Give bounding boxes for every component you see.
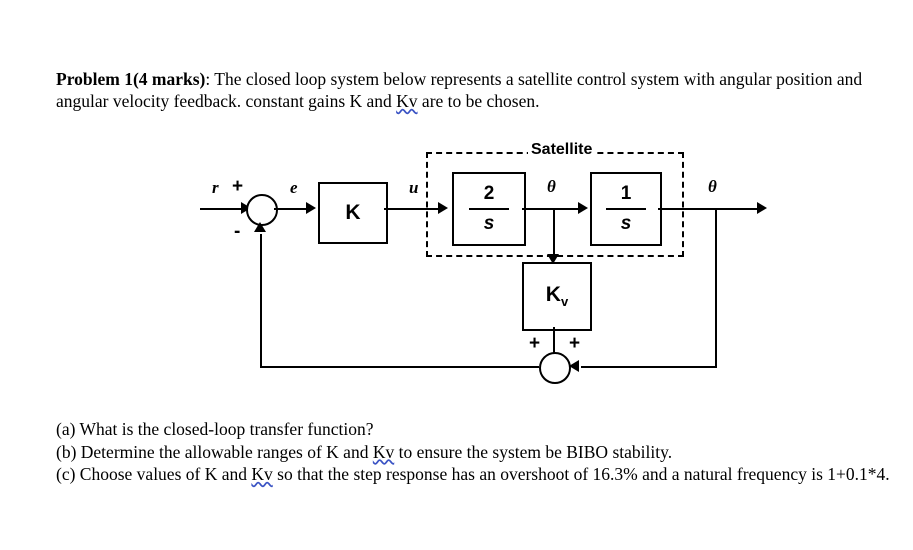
fraction-denominator: s [620, 213, 632, 234]
problem-title: Problem 1(4 marks) [56, 69, 206, 89]
error-arrowhead [306, 202, 316, 214]
output-label-theta: θ [708, 177, 717, 196]
velocity-gain-base: K [545, 283, 561, 307]
question-item: (b) Determine the allowable ranges of K … [56, 441, 912, 464]
questions-list: (a) What is the closed-loop transfer fun… [56, 418, 912, 486]
gain-block-k: K [318, 182, 388, 244]
error-line [274, 208, 309, 210]
spellcheck-word-kv: Kv [251, 464, 273, 484]
summing-junction-2-plus-left: + [529, 333, 541, 354]
theta-dot-arrowhead [578, 202, 588, 214]
fraction-numerator: 2 [483, 183, 495, 205]
theta-dot-label: θ [547, 177, 556, 196]
fraction-2-over-s: 2 s [469, 184, 509, 234]
error-label-e: e [290, 178, 298, 197]
output-arrowhead [757, 202, 767, 214]
velocity-gain-label: Kv [546, 283, 568, 309]
question-text: (b) Determine the allowable ranges of K … [56, 441, 373, 462]
feedback-arrowhead [254, 222, 266, 232]
summing-junction-2-plus-right: + [569, 333, 581, 354]
question-item: (c) Choose values of K and Kv so that th… [56, 463, 912, 486]
plant-block-2-over-s: 2 s [452, 172, 526, 246]
fraction-denominator: s [483, 213, 495, 234]
input-label-r: r [212, 178, 219, 197]
theta-dot-line [522, 208, 579, 210]
theta-dot-branch-arrowhead [547, 254, 559, 264]
summing-junction-2 [539, 352, 571, 384]
plant-block-1-over-s: 1 s [590, 172, 662, 246]
outer-feedback-horizontal-line [581, 366, 717, 368]
spellcheck-word-kv: Kv [372, 441, 395, 462]
problem-statement: Problem 1(4 marks): The closed loop syst… [56, 68, 912, 112]
input-line [200, 208, 246, 210]
question-text: (a) What is the closed-loop transfer fun… [56, 419, 374, 439]
problem-statement-tail: are to be chosen. [417, 91, 540, 111]
velocity-gain-block-kv: Kv [522, 262, 592, 331]
block-diagram: Satellite r + - e K u 2 s θ [0, 130, 913, 400]
kv-output-line [553, 327, 555, 358]
fraction-bar [606, 208, 646, 210]
control-line [384, 208, 441, 210]
feedback-bottom-line [260, 366, 539, 368]
velocity-gain-subscript: v [560, 294, 569, 310]
fraction-1-over-s: 1 s [606, 184, 646, 234]
problem-statement-text: : The closed loop system below represent… [56, 69, 863, 111]
theta-dot-branch-line [553, 208, 555, 256]
summing-junction-1-minus: - [234, 221, 241, 242]
gain-block-k-label: K [345, 201, 361, 224]
outer-feedback-down-line [715, 208, 717, 366]
fraction-numerator: 1 [620, 183, 632, 205]
question-text-tail: so that the step response has an oversho… [272, 464, 890, 484]
output-line [658, 208, 760, 210]
satellite-group-label: Satellite [528, 141, 596, 159]
control-arrowhead [438, 202, 448, 214]
outer-feedback-arrowhead [569, 360, 579, 372]
fraction-bar [469, 208, 509, 210]
summing-junction-1-plus: + [232, 176, 244, 197]
spellcheck-word-kv: Kv [396, 91, 418, 111]
control-label-u: u [409, 178, 419, 197]
question-text: (c) Choose values of K and [56, 464, 252, 484]
question-item: (a) What is the closed-loop transfer fun… [56, 418, 912, 441]
question-text-tail: to ensure the system be BIBO stability. [394, 441, 673, 462]
feedback-up-line [260, 234, 262, 368]
